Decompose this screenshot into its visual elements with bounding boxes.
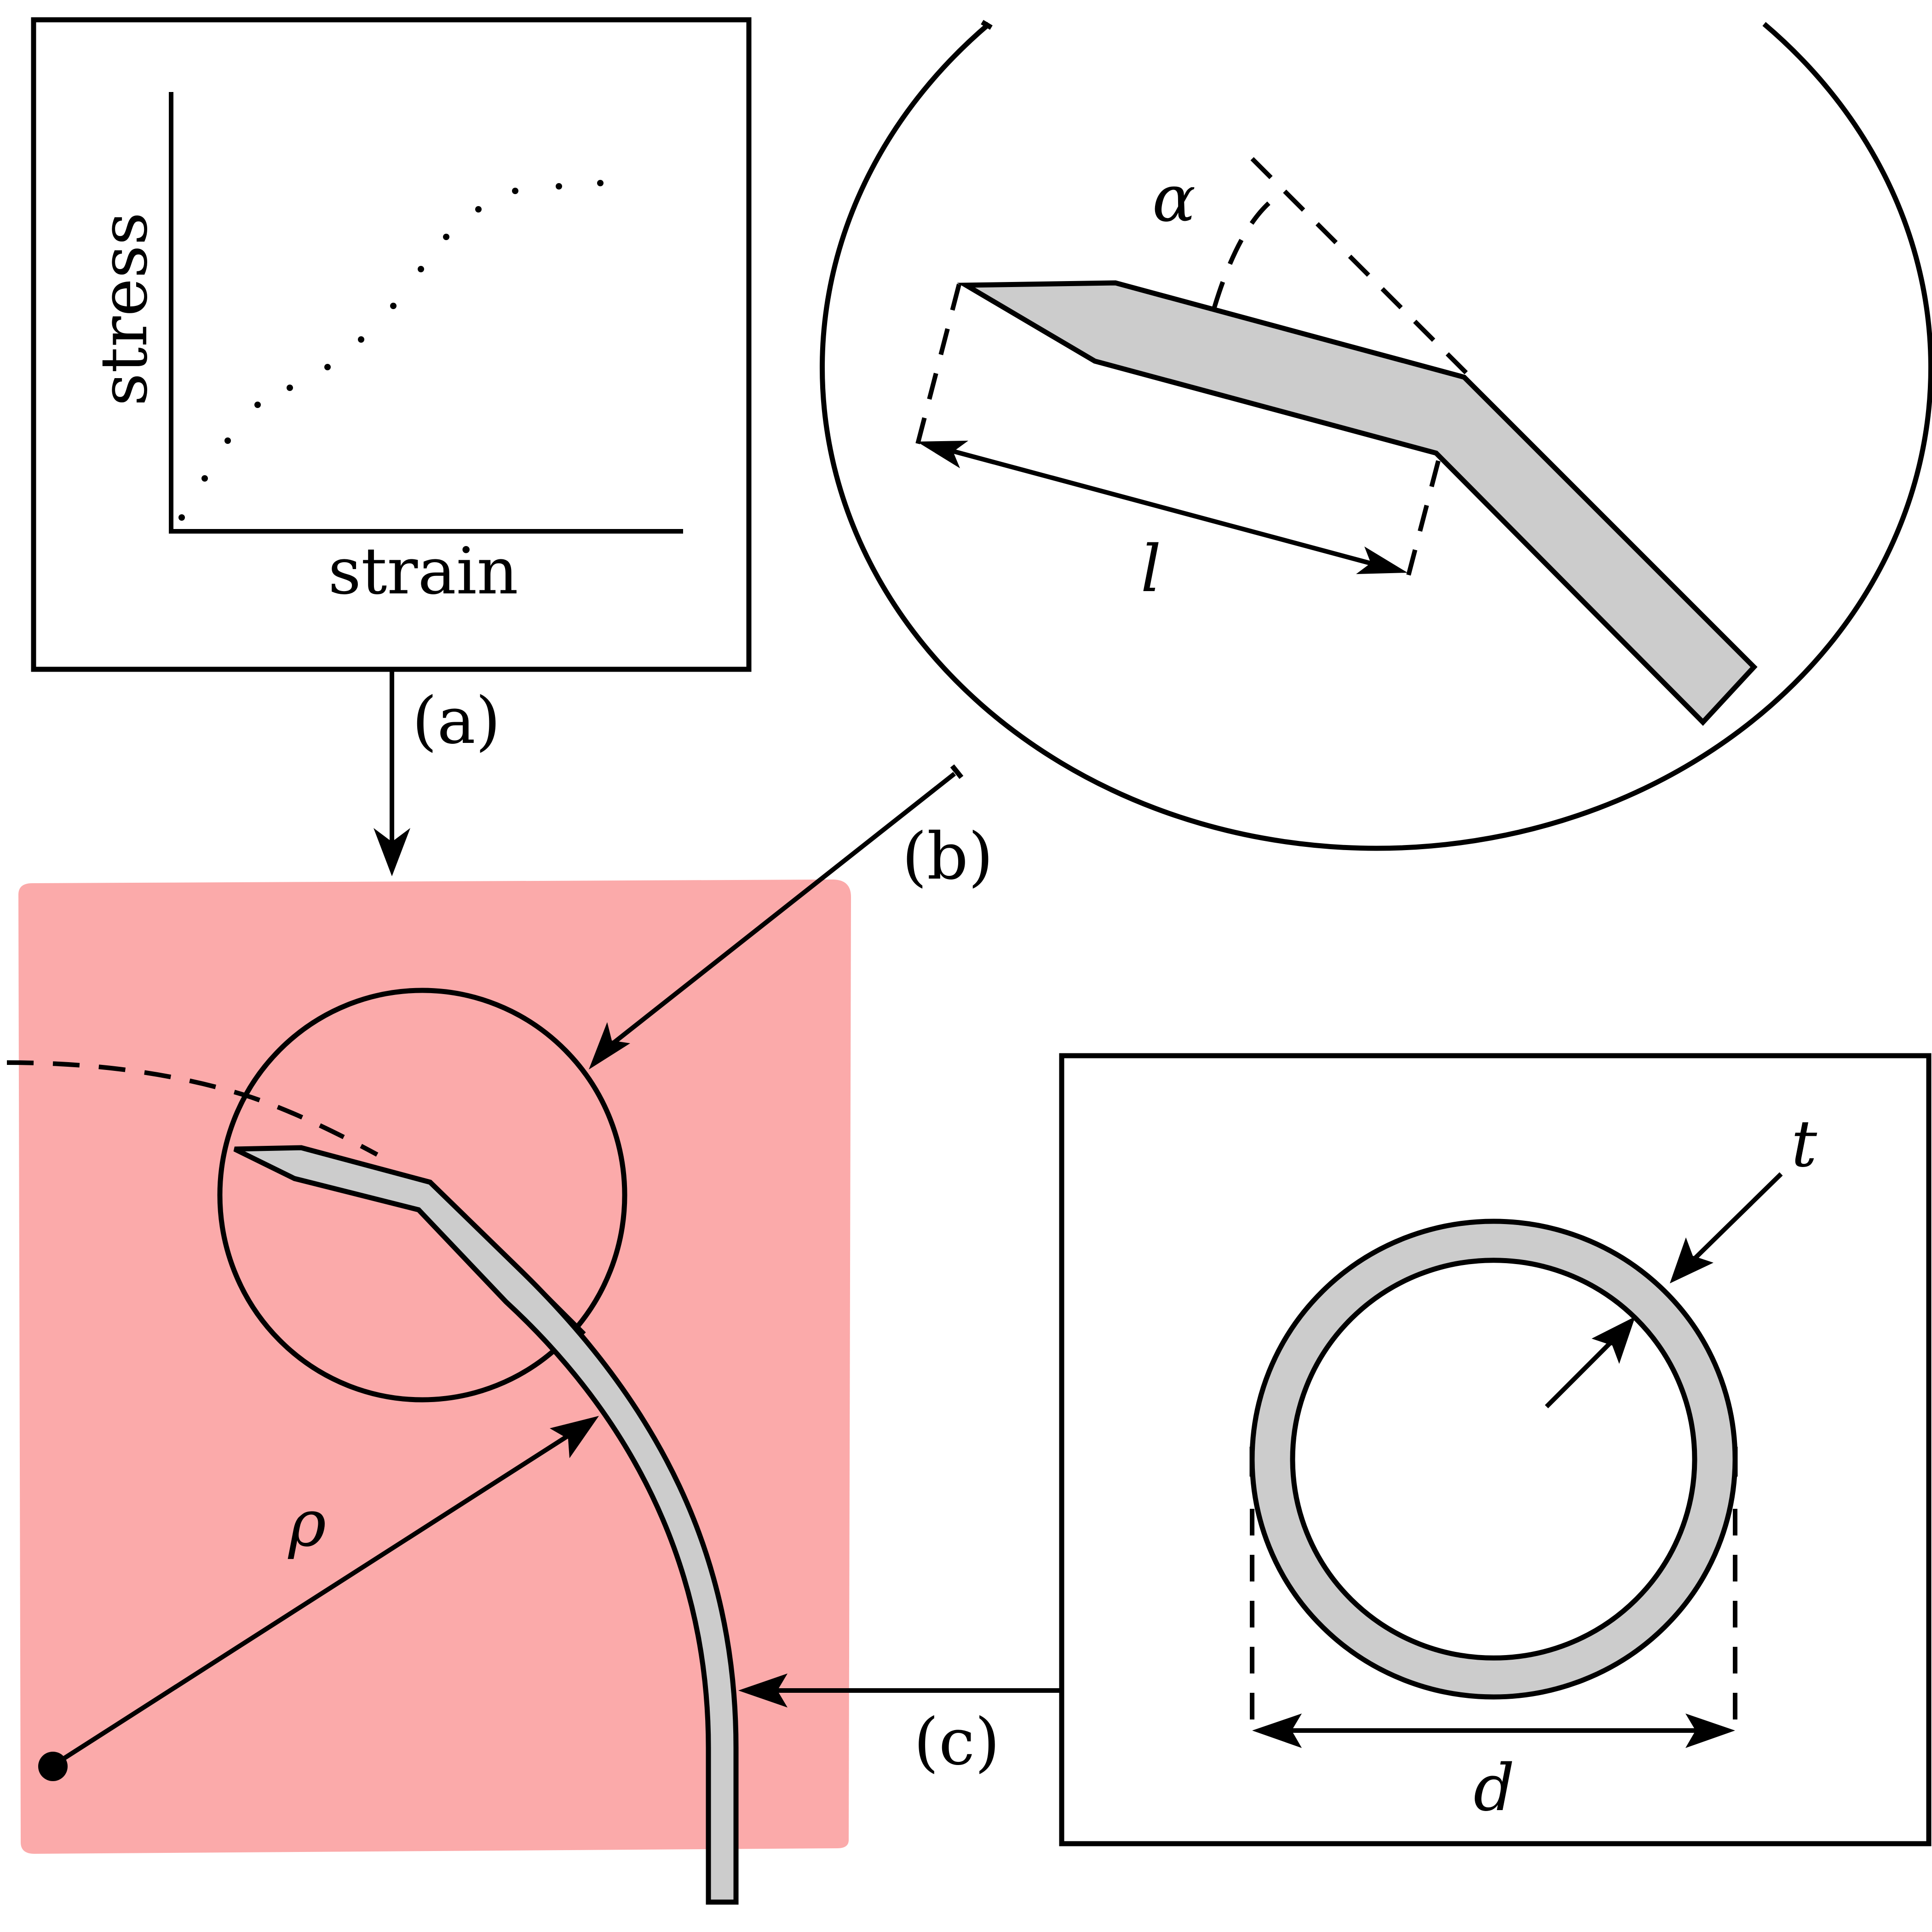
wire-cross-section-ring — [1249, 1219, 1738, 1700]
arrow-b: (b) — [589, 772, 994, 1070]
panel-c-cross-section: t d — [1059, 1053, 1932, 1846]
caption-b: (b) — [902, 819, 994, 894]
x-axis-label: strain — [328, 534, 518, 609]
arrow-head-icon — [1252, 1714, 1302, 1748]
arrow-head-icon — [374, 828, 410, 876]
wire-tip-magnified — [957, 280, 1758, 726]
center-dot-icon — [38, 1752, 68, 1781]
zoom-circle — [217, 988, 627, 1403]
arrow-head-icon — [738, 1673, 788, 1708]
arrow-head-icon — [1670, 1237, 1714, 1283]
tissue-region — [18, 880, 851, 1854]
angle-alpha-label: α — [1152, 161, 1196, 236]
caption-a: (a) — [412, 684, 501, 759]
arrow-head-icon — [917, 441, 968, 468]
arrow-head-icon — [1685, 1714, 1735, 1748]
thickness-t-label: t — [1791, 1107, 1817, 1182]
arrow-a: (a) — [374, 669, 500, 876]
wire-body — [233, 1145, 739, 1905]
main-catheter-region: ρ — [6, 988, 739, 1905]
caption-c: (c) — [914, 1705, 1000, 1780]
diameter-d-label: d — [1473, 1751, 1515, 1826]
arrow-head-icon — [1356, 546, 1408, 574]
arrow-c: (c) — [738, 1673, 1062, 1780]
panel-b-frame-arc — [820, 22, 1932, 851]
panel-a-axes — [169, 92, 683, 534]
y-axis-label: stress — [87, 212, 162, 406]
radius-line — [52, 1432, 572, 1768]
panel-b-magnified-tip: α l — [820, 20, 1932, 851]
panel-a-stress-strain: strain stress — [31, 17, 752, 672]
panel-c-frame — [1059, 1053, 1932, 1846]
arrow-head-icon — [589, 1022, 630, 1070]
arrow-head-icon — [550, 1416, 599, 1458]
stress-strain-dotted-curve — [178, 180, 604, 521]
length-l-label: l — [1141, 532, 1162, 607]
radius-rho-label: ρ — [288, 1486, 326, 1561]
arrow-head-icon — [1592, 1317, 1635, 1364]
